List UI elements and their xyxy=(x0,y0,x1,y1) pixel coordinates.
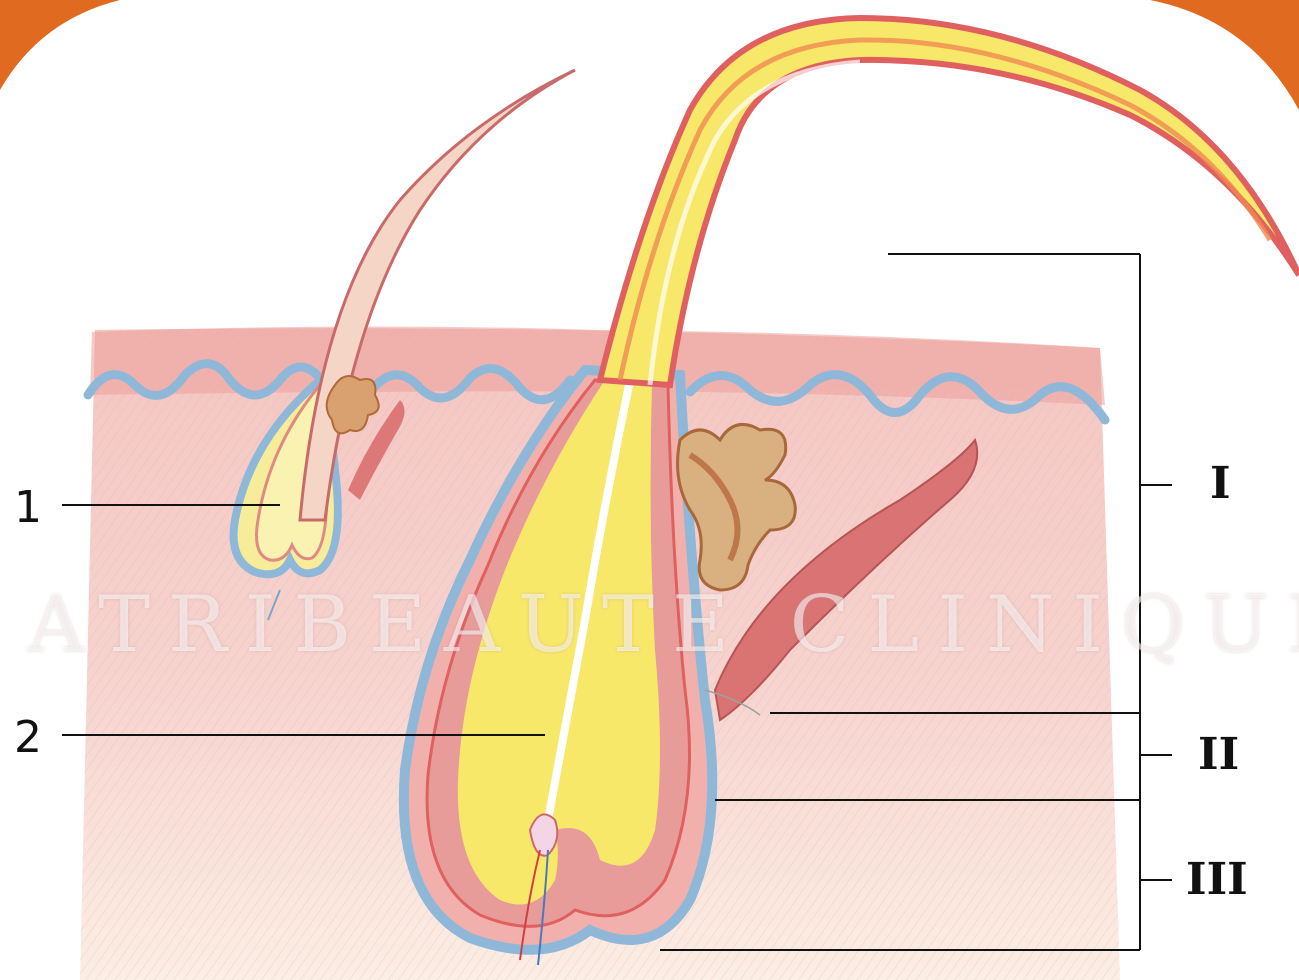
label-roman-II: II xyxy=(1198,733,1239,777)
frame-corner-right xyxy=(1150,0,1299,110)
frame-corner-left xyxy=(0,0,120,90)
watermark-text: ATRIBEAUTE CLINIQUE xyxy=(28,580,1299,670)
label-roman-I: I xyxy=(1210,462,1231,506)
large-hair-shaft xyxy=(600,18,1299,385)
label-roman-III: III xyxy=(1186,858,1248,902)
label-2: 2 xyxy=(14,716,42,760)
label-1: 1 xyxy=(14,486,42,530)
